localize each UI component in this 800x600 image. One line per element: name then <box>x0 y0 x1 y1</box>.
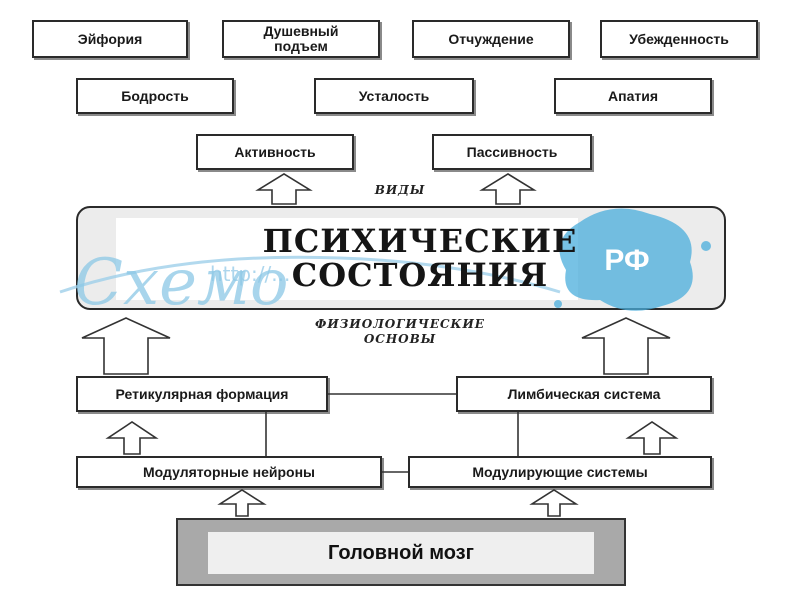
label-types: ВИДЫ <box>374 183 426 197</box>
watermark-url: http://... <box>210 262 291 286</box>
limbic-system: Лимбическая система <box>456 376 712 412</box>
brain-label: Головной мозг <box>208 532 594 574</box>
state-vigor: Бодрость <box>76 78 234 114</box>
arrow-up-basis-right <box>581 317 671 375</box>
state-conviction: Убежденность <box>600 20 758 58</box>
main-title: ПСИХИЧЕСКИЕ СОСТОЯНИЯ <box>262 222 578 294</box>
modulatory-neurons: Модуляторные нейроны <box>76 456 382 488</box>
watermark-badge: РФ <box>604 244 650 277</box>
state-euphoria: Эйфория <box>32 20 188 58</box>
label-physiological-basis: ФИЗИОЛОГИЧЕСКИЕ ОСНОВЫ <box>315 317 485 346</box>
arrow-up-right-small <box>625 421 679 455</box>
reticular-formation: Ретикулярная формация <box>76 376 328 412</box>
arrow-up-types-left <box>255 173 313 205</box>
arrow-up-types-right <box>479 173 537 205</box>
state-alienation: Отчуждение <box>412 20 570 58</box>
arrow-up-brain-left <box>217 489 267 517</box>
state-spiritual-uplift: Душевный подъем <box>222 20 380 58</box>
watermark-script: Схемо <box>74 246 289 320</box>
state-apathy: Апатия <box>554 78 712 114</box>
arrow-up-left-small <box>105 421 159 455</box>
arrow-up-basis-left <box>81 317 171 375</box>
state-fatigue: Усталость <box>314 78 474 114</box>
arrow-up-brain-right <box>529 489 579 517</box>
state-passivity: Пассивность <box>432 134 592 170</box>
state-activity: Активность <box>196 134 354 170</box>
modulating-systems: Модулирующие системы <box>408 456 712 488</box>
